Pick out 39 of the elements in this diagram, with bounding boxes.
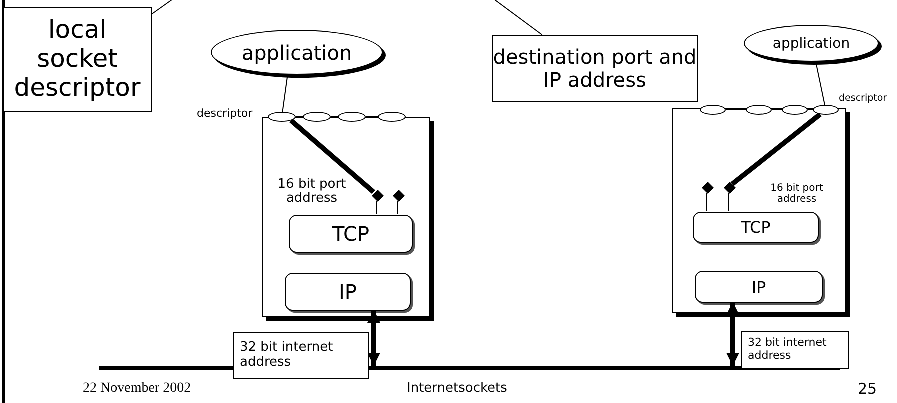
double-arrow xyxy=(726,302,740,366)
connector-line xyxy=(706,192,708,212)
application-ellipse: application xyxy=(744,25,879,62)
port-diamond xyxy=(702,182,714,194)
port-diamond xyxy=(393,190,405,202)
port-diamond xyxy=(372,190,384,202)
callout-box: local socket descriptor xyxy=(3,7,152,112)
callout-box: destination port and IP address xyxy=(492,35,698,102)
descriptor-ellipse xyxy=(303,112,331,122)
port-label: 16 bit port address xyxy=(276,178,348,207)
leader-line xyxy=(152,0,172,15)
callout-box: 32 bit internet address xyxy=(233,332,369,379)
descriptor-label: descriptor xyxy=(197,107,253,120)
double-arrow xyxy=(368,310,380,366)
port-label: 16 bit port address xyxy=(770,183,824,205)
descriptor-ellipse xyxy=(338,112,366,122)
socket-binding-line xyxy=(730,112,822,186)
connector-line xyxy=(376,200,378,214)
application-ellipse: application xyxy=(211,30,383,75)
descriptor-ellipse xyxy=(782,105,808,115)
connector-line xyxy=(366,116,378,118)
connector-line xyxy=(728,192,730,212)
descriptor-ellipse xyxy=(700,105,726,115)
port-diamond xyxy=(724,182,736,194)
page-number: 25 xyxy=(858,380,878,398)
socket-binding-line xyxy=(290,118,376,194)
layer-box: TCP xyxy=(693,212,819,243)
leader-line xyxy=(494,0,543,36)
connector-line xyxy=(330,116,338,118)
descriptor-ellipse xyxy=(746,105,772,115)
connector-line xyxy=(296,116,304,118)
layer-box: IP xyxy=(285,273,411,311)
layer-box: IP xyxy=(695,271,823,303)
descriptor-label: descriptor xyxy=(839,93,888,104)
callout-box: 32 bit internet address xyxy=(741,331,849,369)
footer-title: Internetsockets xyxy=(407,381,508,396)
descriptor-ellipse xyxy=(378,112,406,122)
layer-box: TCP xyxy=(289,215,413,253)
date-footer: 22 November 2002 xyxy=(83,381,192,397)
